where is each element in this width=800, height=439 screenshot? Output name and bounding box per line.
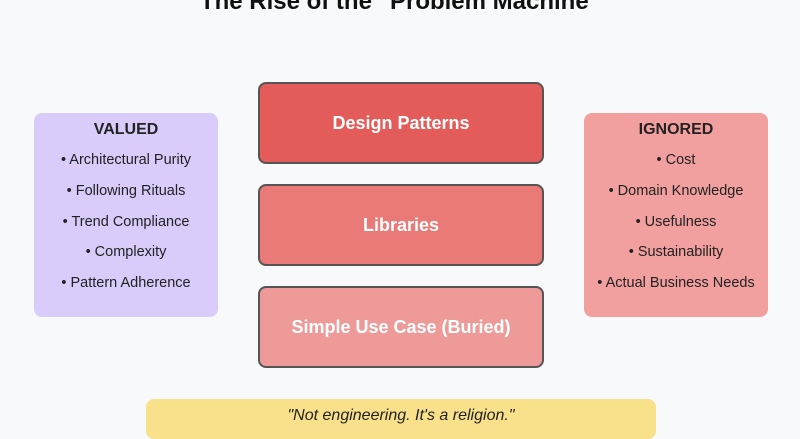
ignored-item: • Domain Knowledge bbox=[608, 182, 744, 199]
quote-text: "Not engineering. It's a religion." bbox=[287, 407, 515, 424]
simple-use-case-box: Simple Use Case (Buried) bbox=[258, 286, 544, 368]
valued-list: • Architectural Purity • Following Ritua… bbox=[34, 145, 218, 299]
valued-item: • Architectural Purity bbox=[61, 152, 191, 168]
ignored-heading: IGNORED bbox=[638, 121, 714, 138]
ignored-item: • Cost bbox=[656, 152, 696, 168]
design-patterns-box: Design Patterns bbox=[258, 82, 544, 164]
valued-item: • Complexity bbox=[85, 244, 167, 261]
ignored-list: • Cost • Domain Knowledge • Usefulness •… bbox=[584, 145, 768, 299]
simple-use-case-label: Simple Use Case (Buried) bbox=[291, 316, 511, 337]
ignored-item: • Usefulness bbox=[635, 213, 717, 230]
ignored-item: • Actual Business Needs bbox=[597, 275, 755, 292]
valued-panel: VALUED • Architectural Purity • Followin… bbox=[34, 113, 218, 317]
diagram-title: The Rise of the "Problem Machine" bbox=[199, 0, 601, 15]
libraries-label: Libraries bbox=[362, 214, 440, 235]
ignored-item: • Sustainability bbox=[628, 244, 724, 261]
valued-item: • Trend Compliance bbox=[62, 213, 190, 230]
ignored-panel: IGNORED • Cost • Domain Knowledge • Usef… bbox=[584, 113, 768, 317]
libraries-box: Libraries bbox=[258, 184, 544, 266]
quote-box: "Not engineering. It's a religion." bbox=[146, 399, 656, 439]
valued-heading: VALUED bbox=[93, 121, 159, 138]
valued-item: • Following Rituals bbox=[66, 182, 186, 199]
valued-item: • Pattern Adherence bbox=[61, 275, 191, 292]
design-patterns-label: Design Patterns bbox=[332, 112, 470, 133]
